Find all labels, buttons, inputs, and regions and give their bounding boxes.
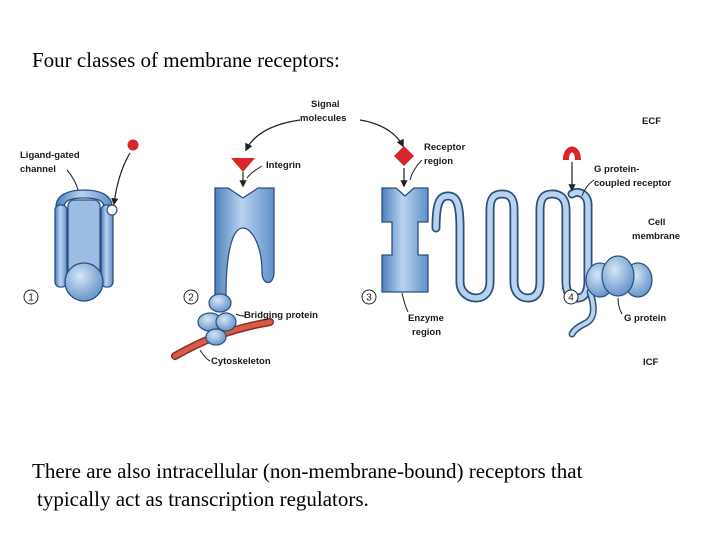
receptor-ligand-icon — [394, 146, 414, 166]
label-ecf: ECF — [642, 116, 661, 127]
g-protein-pointer — [617, 297, 623, 315]
label-enzyme-region-1: Enzyme — [408, 313, 444, 324]
label-bridging-protein: Bridging protein — [244, 310, 318, 321]
bridging-pointer — [235, 313, 246, 317]
slide-heading: Four classes of membrane receptors: — [32, 48, 340, 72]
integrin-pointer — [246, 165, 263, 179]
label-ligand-gated-1: Ligand-gated — [20, 150, 80, 161]
receptor-enzyme — [381, 187, 429, 293]
footer-line-2: typically act as transcription regulator… — [37, 487, 369, 511]
gpcr-ligand-icon — [563, 146, 581, 160]
label-ligand-gated-2: channel — [20, 164, 56, 175]
receptor-region-pointer — [409, 159, 423, 181]
ligand-gated-channel — [54, 189, 118, 302]
g-protein-coupled-receptor — [431, 188, 597, 338]
number-2: 2 — [188, 293, 194, 304]
label-enzyme-region-2: region — [412, 327, 441, 338]
g-protein — [585, 255, 653, 298]
label-cell-membrane-1: Cell — [648, 217, 665, 228]
label-gpcr-2: coupled receptor — [594, 178, 671, 189]
label-g-protein: G protein — [624, 313, 666, 324]
ligand-molecule-icon — [127, 139, 139, 151]
footer-line-1: There are also intracellular (non-membra… — [32, 459, 583, 483]
number-2-badge — [183, 289, 199, 305]
channel-pointer — [66, 169, 79, 191]
number-4-badge — [563, 289, 579, 305]
label-cell-membrane-2: membrane — [632, 231, 680, 242]
number-3: 3 — [366, 293, 372, 304]
label-receptor-region-1: Receptor — [424, 142, 465, 153]
label-icf: ICF — [643, 357, 659, 368]
number-1-badge — [23, 289, 39, 305]
number-3-badge — [361, 289, 377, 305]
number-4: 4 — [568, 293, 574, 304]
integrin-receptor — [214, 187, 275, 306]
label-receptor-region-2: region — [424, 156, 453, 167]
signal-arrow-left — [245, 119, 301, 152]
integrin-ligand-icon — [231, 158, 255, 172]
label-gpcr-1: G protein- — [594, 164, 639, 175]
label-signal-2: molecules — [300, 113, 346, 124]
label-cytoskeleton: Cytoskeleton — [211, 356, 271, 367]
gpcr-pointer — [581, 179, 595, 197]
ligand-arrow — [111, 152, 131, 206]
label-integrin: Integrin — [266, 160, 301, 171]
label-signal-1: Signal — [311, 99, 340, 110]
slide-footer: There are also intracellular (non-membra… — [32, 457, 582, 513]
enzyme-region-pointer — [401, 292, 409, 313]
bridging-protein — [197, 293, 237, 346]
cytoskeleton-pointer — [199, 349, 211, 362]
signal-arrow-right — [359, 119, 404, 148]
number-1: 1 — [28, 293, 34, 304]
